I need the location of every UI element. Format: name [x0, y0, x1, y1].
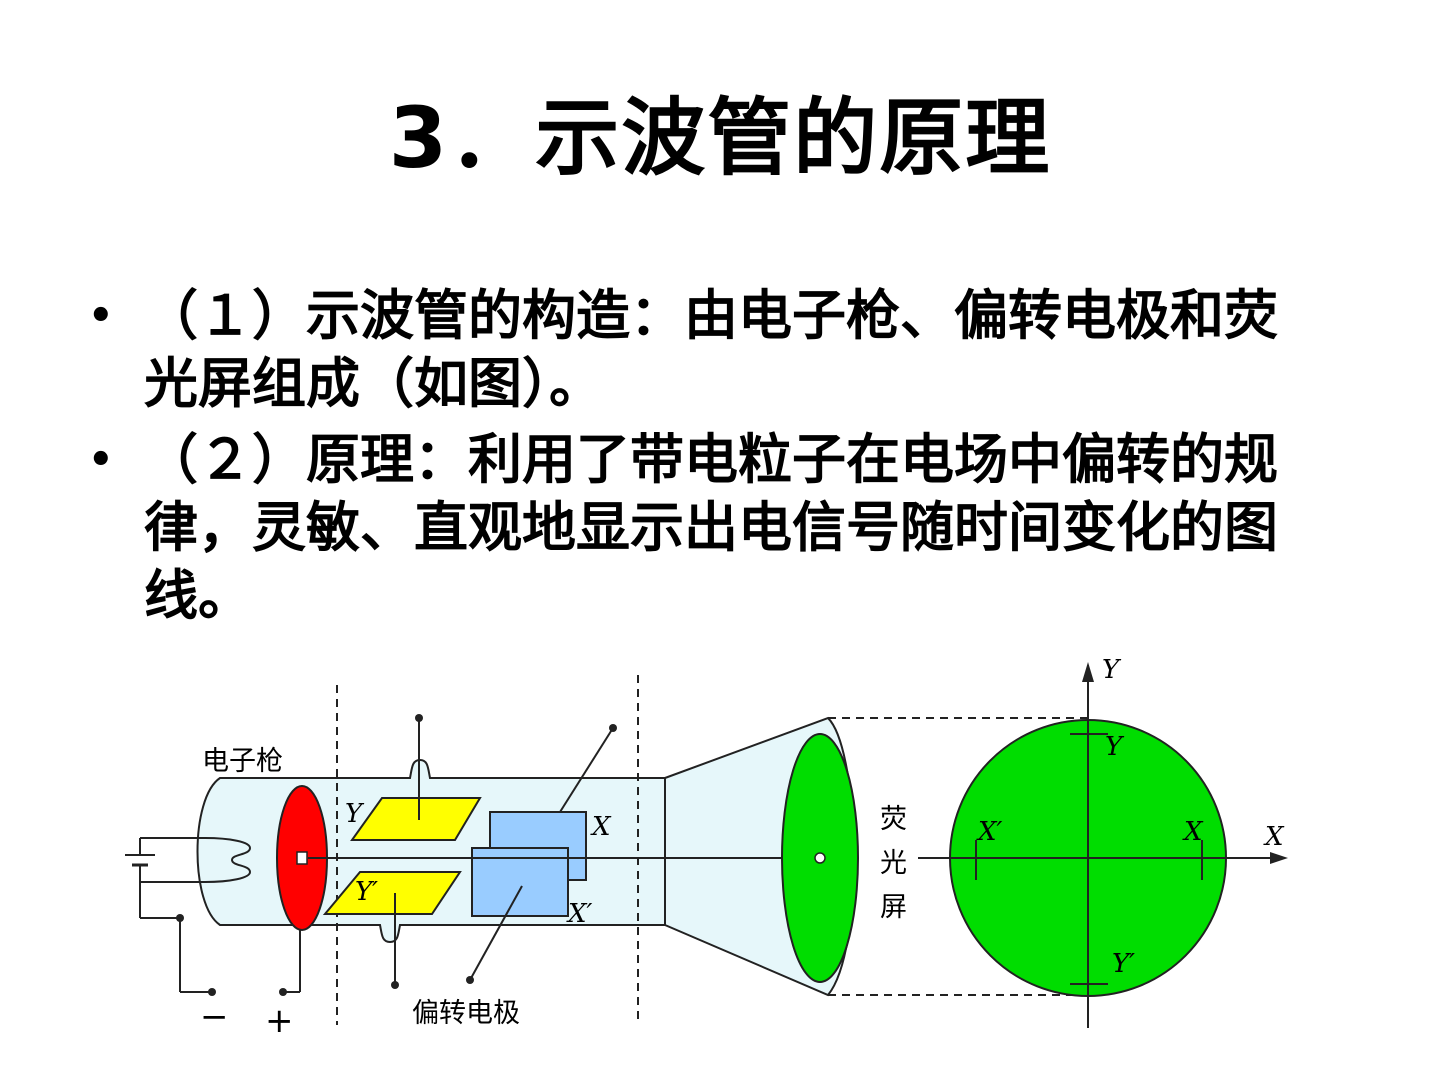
terminal-positive [279, 988, 287, 996]
oscilloscope-tube-diagram: 电子枪 偏转电极 荧 光 屏 − + Y Y′ X X′ Y Y′ X X′ X… [120, 650, 1310, 1060]
anode-aperture [296, 851, 308, 865]
beam-spot [814, 852, 826, 864]
y-plate-lower [322, 871, 462, 915]
slide-title: 3．示波管的原理 [388, 89, 1052, 187]
bullet-marker: • [88, 437, 114, 483]
bullet-item-structure: • （１）示波管的构造：由电子枪、偏转电极和荧光屏组成（如图）。 [84, 282, 1284, 418]
screen-label-char: 光 [880, 848, 907, 879]
bullet-text-structure: （１）示波管的构造：由电子枪、偏转电极和荧光屏组成（如图）。 [144, 284, 1278, 415]
filament [204, 837, 252, 883]
x-plate-lead [559, 727, 614, 813]
minus-sign-label: − [200, 997, 229, 1037]
diagram-svg: 电子枪 偏转电极 荧 光 屏 − + Y Y′ X X′ Y Y′ X X′ X… [125, 655, 1288, 1041]
screen-label-y: Y [1105, 732, 1125, 762]
plate-label-y: Y [345, 799, 365, 829]
y-plate-terminal [391, 981, 399, 989]
axis-label-y: Y [1102, 655, 1122, 685]
x-plate-front [471, 847, 569, 917]
screen-label-x: X [1182, 817, 1204, 847]
bullet-marker: • [88, 293, 114, 339]
y-axis-arrow [1082, 662, 1094, 682]
axis-label-x: X [1263, 822, 1285, 852]
plus-sign-label: + [265, 1001, 294, 1041]
bullet-list: • （１）示波管的构造：由电子枪、偏转电极和荧光屏组成（如图）。 • （２）原理… [84, 282, 1284, 638]
screen-label-y-prime: Y′ [1112, 949, 1135, 979]
x-plate-terminal [609, 724, 617, 732]
x-axis-arrow [1270, 852, 1288, 864]
deflection-electrode-label: 偏转电极 [412, 998, 520, 1029]
screen-label-char: 屏 [880, 892, 907, 923]
bullet-item-principle: • （２）原理：利用了带电粒子在电场中偏转的规律，灵敏、直观地显示出电信号随时间… [84, 426, 1284, 630]
y-plate-terminal [415, 714, 423, 722]
plate-label-y-prime: Y′ [355, 877, 378, 907]
screen-label-x-prime: X′ [976, 817, 1003, 847]
plate-label-x-prime: X′ [566, 899, 593, 929]
terminal-negative [208, 988, 216, 996]
bullet-text-principle: （２）原理：利用了带电粒子在电场中偏转的规律，灵敏、直观地显示出电信号随时间变化… [144, 428, 1278, 627]
x-plate-lead [469, 885, 523, 981]
electron-gun-label: 电子枪 [202, 746, 283, 777]
y-plate-upper [350, 797, 482, 841]
x-plate-terminal [466, 976, 474, 984]
plate-label-x: X [590, 812, 612, 842]
screen-label-char: 荧 [880, 804, 907, 835]
